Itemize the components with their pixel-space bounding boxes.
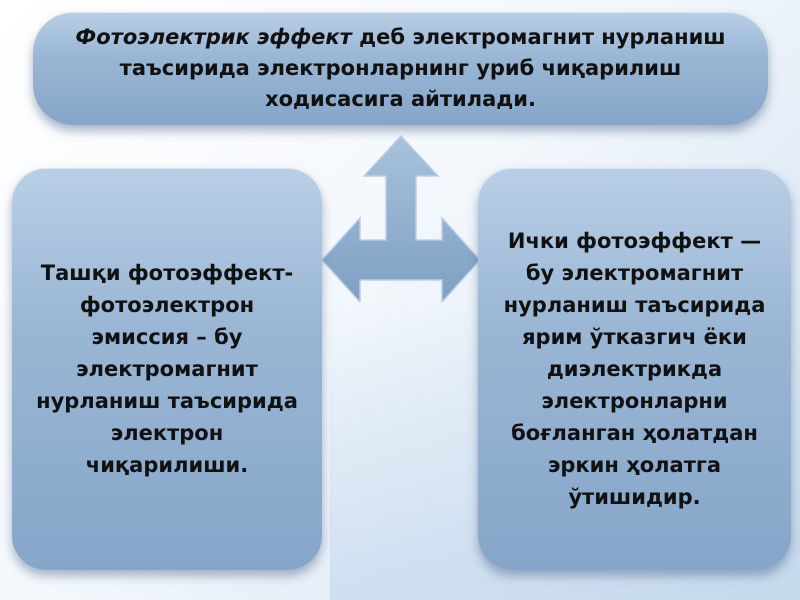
external-photoeffect-text: Ташқи фотоэффект-фотоэлектрон эмиссия – … — [36, 261, 298, 477]
external-photoeffect-box: Ташқи фотоэффект-фотоэлектрон эмиссия – … — [12, 168, 322, 570]
arrow-shape — [320, 134, 482, 302]
definition-box: Фотоэлектрик эффект деб электромагнит ну… — [33, 12, 768, 125]
internal-photoeffect-text: Ички фотоэффект — бу электромагнит нурла… — [503, 229, 766, 509]
definition-term: Фотоэлектрик эффект — [75, 25, 352, 49]
three-way-arrow-icon — [320, 134, 482, 302]
internal-photoeffect-box: Ички фотоэффект — бу электромагнит нурла… — [478, 168, 791, 570]
definition-body: деб электромагнит нурланиш таъсирида эле… — [119, 25, 726, 111]
definition-text: Фотоэлектрик эффект деб электромагнит ну… — [73, 22, 728, 115]
